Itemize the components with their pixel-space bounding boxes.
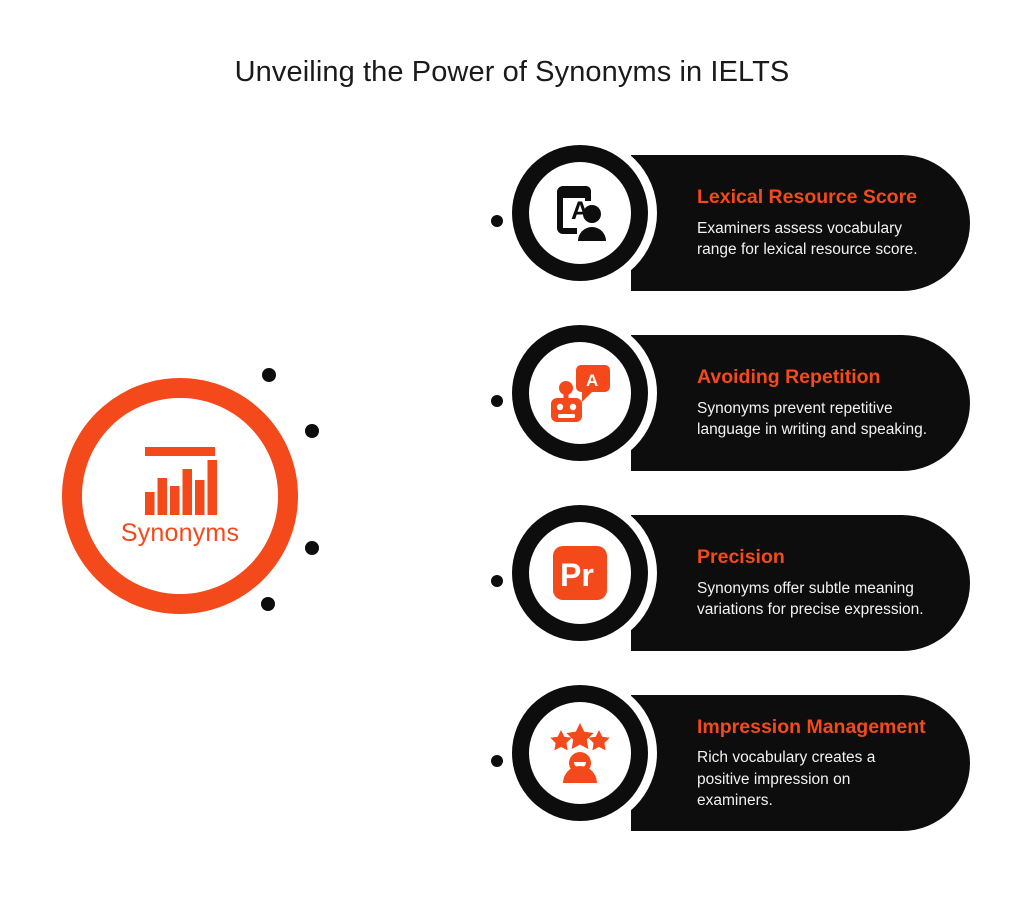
badge-ring: A xyxy=(512,145,648,281)
three-stars-person-icon xyxy=(550,723,610,783)
card-body: Avoiding Repetition Synonyms prevent rep… xyxy=(631,335,970,471)
svg-text:A: A xyxy=(586,371,598,390)
bullet-dot-icon xyxy=(491,395,503,407)
hub-label: Synonyms xyxy=(120,518,240,547)
card-title: Avoiding Repetition xyxy=(697,366,881,389)
card-title: Precision xyxy=(697,546,785,569)
svg-text:Pr: Pr xyxy=(560,557,594,593)
bullet-dot-icon xyxy=(491,215,503,227)
list-item[interactable]: Lexical Resource Score Examiners assess … xyxy=(480,137,1024,297)
connector-dot-4 xyxy=(261,597,275,611)
bullet-dot-icon xyxy=(491,575,503,587)
list-item[interactable]: Impression Management Rich vocabulary cr… xyxy=(480,677,1024,837)
pr-badge-icon: Pr xyxy=(553,546,607,600)
vocabulary-card-person-icon: A xyxy=(557,186,606,241)
badge-ring: A xyxy=(512,325,648,461)
badge-ring: Pr xyxy=(512,505,648,641)
connector-dot-3 xyxy=(305,541,319,555)
badge-ring xyxy=(512,685,648,821)
card-title: Lexical Resource Score xyxy=(697,186,918,209)
bullet-dot-icon xyxy=(491,755,503,767)
card-description: Examiners assess vocabulary range for le… xyxy=(697,219,918,259)
card-body: Precision Synonyms offer subtle meaning … xyxy=(631,515,970,651)
badge-inner-circle: A xyxy=(529,342,631,444)
badge-inner-circle: A xyxy=(529,162,631,264)
card-title: Impression Management xyxy=(697,715,926,738)
list-item[interactable]: Precision Synonyms offer subtle meaning … xyxy=(480,497,1024,657)
central-hub: Synonyms xyxy=(62,378,298,614)
card-description: Synonyms offer subtle meaning variations… xyxy=(697,579,924,619)
connector-dot-2 xyxy=(305,424,319,438)
list-item[interactable]: Avoiding Repetition Synonyms prevent rep… xyxy=(480,317,1024,477)
hub-inner-circle: Synonyms xyxy=(82,398,278,594)
page-title: Unveiling the Power of Synonyms in IELTS xyxy=(234,56,790,88)
robot-speech-bubble-icon: A xyxy=(551,365,610,422)
connector-dot-1 xyxy=(262,368,276,382)
card-description: Rich vocabulary creates a positive impre… xyxy=(697,749,876,810)
badge-inner-circle xyxy=(529,702,631,804)
bar-chart-icon xyxy=(145,446,217,515)
card-description: Synonyms prevent repetitive language in … xyxy=(697,399,928,439)
card-body: Impression Management Rich vocabulary cr… xyxy=(631,695,970,831)
card-body: Lexical Resource Score Examiners assess … xyxy=(631,155,970,291)
badge-inner-circle: Pr xyxy=(529,522,631,624)
